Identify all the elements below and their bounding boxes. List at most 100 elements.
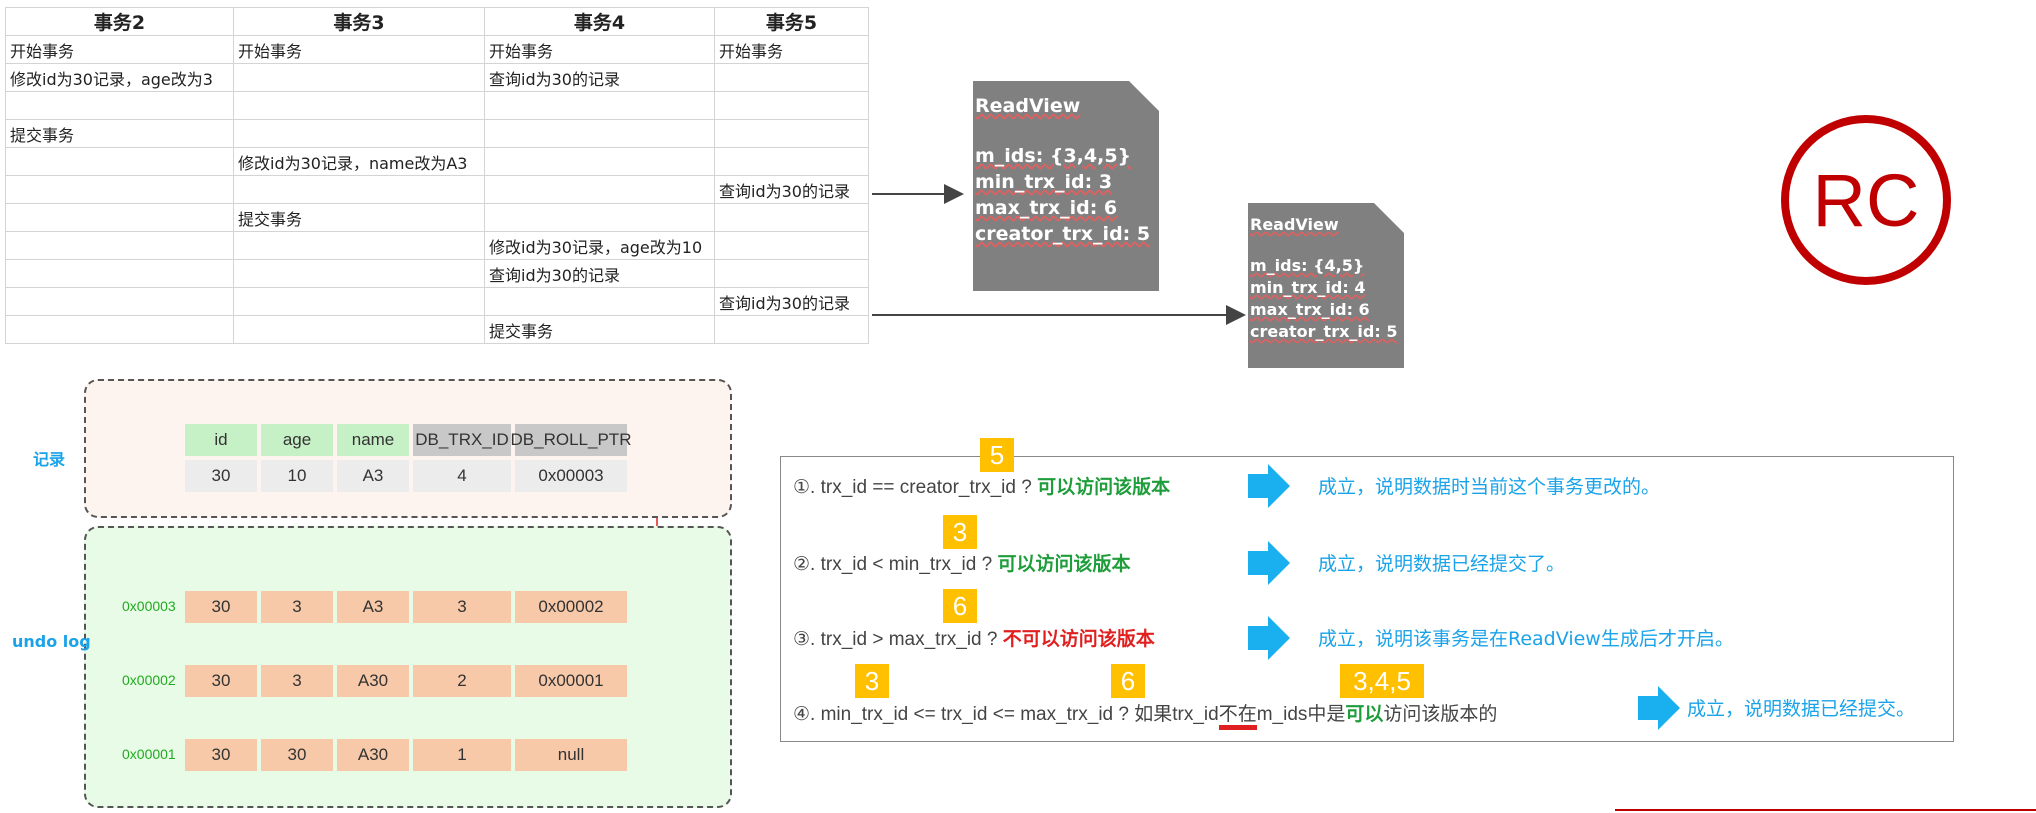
table-cell	[484, 119, 715, 148]
undo1-age: 3	[261, 591, 333, 623]
badge-rule4-min: 3	[855, 664, 889, 698]
badge-rule4-max: 6	[1111, 664, 1145, 698]
table-cell: 修改id为30记录，age改为3	[5, 63, 234, 92]
col-tx3: 事务3	[233, 7, 485, 36]
rule4-not-in: 不在	[1218, 704, 1257, 730]
record-value-trx-id: 4	[413, 460, 511, 492]
table-cell	[714, 119, 869, 148]
undo1-roll-ptr: 0x00002	[515, 591, 627, 623]
readview1-creator-trx-id: creator_trx_id: 5	[975, 223, 1151, 245]
table-cell: 提交事务	[5, 119, 234, 148]
visibility-rules-box	[780, 456, 1954, 742]
table-cell	[5, 315, 234, 344]
table-row: 提交事务	[5, 315, 869, 344]
undo-row-3: 30 30 A30 1 null	[185, 739, 627, 771]
undo3-name: A30	[337, 739, 409, 771]
table-cell	[484, 175, 715, 204]
badge-rule1: 5	[980, 438, 1014, 472]
table-cell: 查询id为30的记录	[714, 287, 869, 316]
rule1-condition: ①. trx_id == creator_trx_id ?	[793, 477, 1032, 498]
record-value-name: A3	[337, 460, 409, 492]
table-row	[5, 91, 869, 120]
readview2-max-trx-id: max_trx_id: 6	[1250, 300, 1370, 319]
undo2-name: A30	[337, 665, 409, 697]
table-cell: 开始事务	[484, 35, 715, 64]
table-cell: 提交事务	[484, 315, 715, 344]
rule2-result: 成立，说明数据已经提交了。	[1318, 553, 1566, 575]
readview1-m-ids: m_ids: {3,4,5}	[975, 145, 1132, 167]
rule2-condition: ②. trx_id < min_trx_id ?	[793, 554, 993, 575]
readview1-title: ReadView	[975, 95, 1081, 117]
undo-row-2: 30 3 A30 2 0x00001	[185, 665, 627, 697]
table-cell: 修改id为30记录，age改为10	[484, 231, 715, 260]
rule2-verdict: 可以访问该版本	[997, 554, 1131, 575]
table-cell	[233, 231, 485, 260]
badge-rule2: 3	[943, 515, 977, 549]
undo1-id: 30	[185, 591, 257, 623]
readview2-m-ids: m_ids: {4,5}	[1250, 256, 1365, 275]
undo-row-1: 30 3 A3 3 0x00002	[185, 591, 627, 623]
table-cell	[714, 91, 869, 120]
record-header-row: id age name DB_TRX_ID DB_ROLL_PTR	[185, 424, 631, 456]
record-label: 记录	[33, 450, 66, 469]
table-row: 查询id为30的记录	[5, 259, 869, 288]
table-header-row: 事务2 事务3 事务4 事务5	[5, 7, 869, 36]
table-cell	[484, 91, 715, 120]
result-arrow-icon-3	[1248, 616, 1290, 660]
record-value-row: 30 10 A3 4 0x00003	[185, 460, 627, 492]
undo1-name: A3	[337, 591, 409, 623]
rule4-m-ids: m_ids中是	[1256, 704, 1346, 725]
rule3-result: 成立，说明该事务是在ReadView生成后才开启。	[1318, 628, 1734, 650]
rule-3: ③. trx_id > max_trx_id ? 不可以访问该版本	[793, 624, 1155, 651]
table-cell	[714, 63, 869, 92]
undo3-age: 30	[261, 739, 333, 771]
record-value-age: 10	[261, 460, 333, 492]
readview2-title: ReadView	[1250, 215, 1339, 234]
table-cell	[5, 287, 234, 316]
rule3-verdict: 不可以访问该版本	[1002, 629, 1155, 650]
table-cell	[233, 119, 485, 148]
undo-addr-3: 0x00001	[122, 746, 176, 762]
rule-4: ④. min_trx_id <= trx_id <= max_trx_id ? …	[793, 699, 1497, 730]
badge-rule4-mids: 3,4,5	[1340, 664, 1424, 698]
readview2-creator-trx-id: creator_trx_id: 5	[1250, 322, 1398, 341]
table-row: 提交事务	[5, 119, 869, 148]
rule4-condition: ④. min_trx_id <= trx_id <= max_trx_id ? …	[793, 704, 1219, 725]
col-tx5: 事务5	[714, 7, 869, 36]
table-cell	[714, 147, 869, 176]
badge-rule3: 6	[943, 589, 977, 623]
table-cell	[233, 91, 485, 120]
undo-addr-2: 0x00002	[122, 672, 176, 688]
readview1-min-trx-id: min_trx_id: 3	[975, 171, 1113, 193]
record-header-name: name	[337, 424, 409, 456]
rule1-verdict: 可以访问该版本	[1037, 477, 1171, 498]
record-value-id: 30	[185, 460, 257, 492]
record-header-trx-id: DB_TRX_ID	[413, 424, 511, 456]
undo-log-label: undo log	[12, 632, 91, 651]
undo2-age: 3	[261, 665, 333, 697]
undo3-trx-id: 1	[413, 739, 511, 771]
undo1-trx-id: 3	[413, 591, 511, 623]
rule3-condition: ③. trx_id > max_trx_id ?	[793, 629, 998, 650]
undo3-roll-ptr: null	[515, 739, 627, 771]
readview-box-1: ReadView m_ids: {3,4,5} min_trx_id: 3 ma…	[973, 81, 1159, 291]
result-arrow-icon-2	[1248, 541, 1290, 585]
col-tx2: 事务2	[5, 7, 234, 36]
rule4-verdict: 可以	[1345, 704, 1384, 725]
record-value-roll-ptr: 0x00003	[515, 460, 627, 492]
table-cell: 开始事务	[233, 35, 485, 64]
table-cell	[5, 231, 234, 260]
table-row: 开始事务开始事务开始事务开始事务	[5, 35, 869, 64]
table-row: 提交事务	[5, 203, 869, 232]
readview1-max-trx-id: max_trx_id: 6	[975, 197, 1118, 219]
record-header-age: age	[261, 424, 333, 456]
table-cell	[5, 91, 234, 120]
table-cell	[714, 315, 869, 344]
rc-logo: RC	[1781, 115, 1951, 285]
readview2-min-trx-id: min_trx_id: 4	[1250, 278, 1366, 297]
readview-box-2: ReadView m_ids: {4,5} min_trx_id: 4 max_…	[1248, 203, 1404, 368]
table-cell	[714, 259, 869, 288]
transaction-table: 事务2 事务3 事务4 事务5 开始事务开始事务开始事务开始事务修改id为30记…	[5, 7, 869, 344]
result-arrow-icon-1	[1248, 464, 1290, 508]
